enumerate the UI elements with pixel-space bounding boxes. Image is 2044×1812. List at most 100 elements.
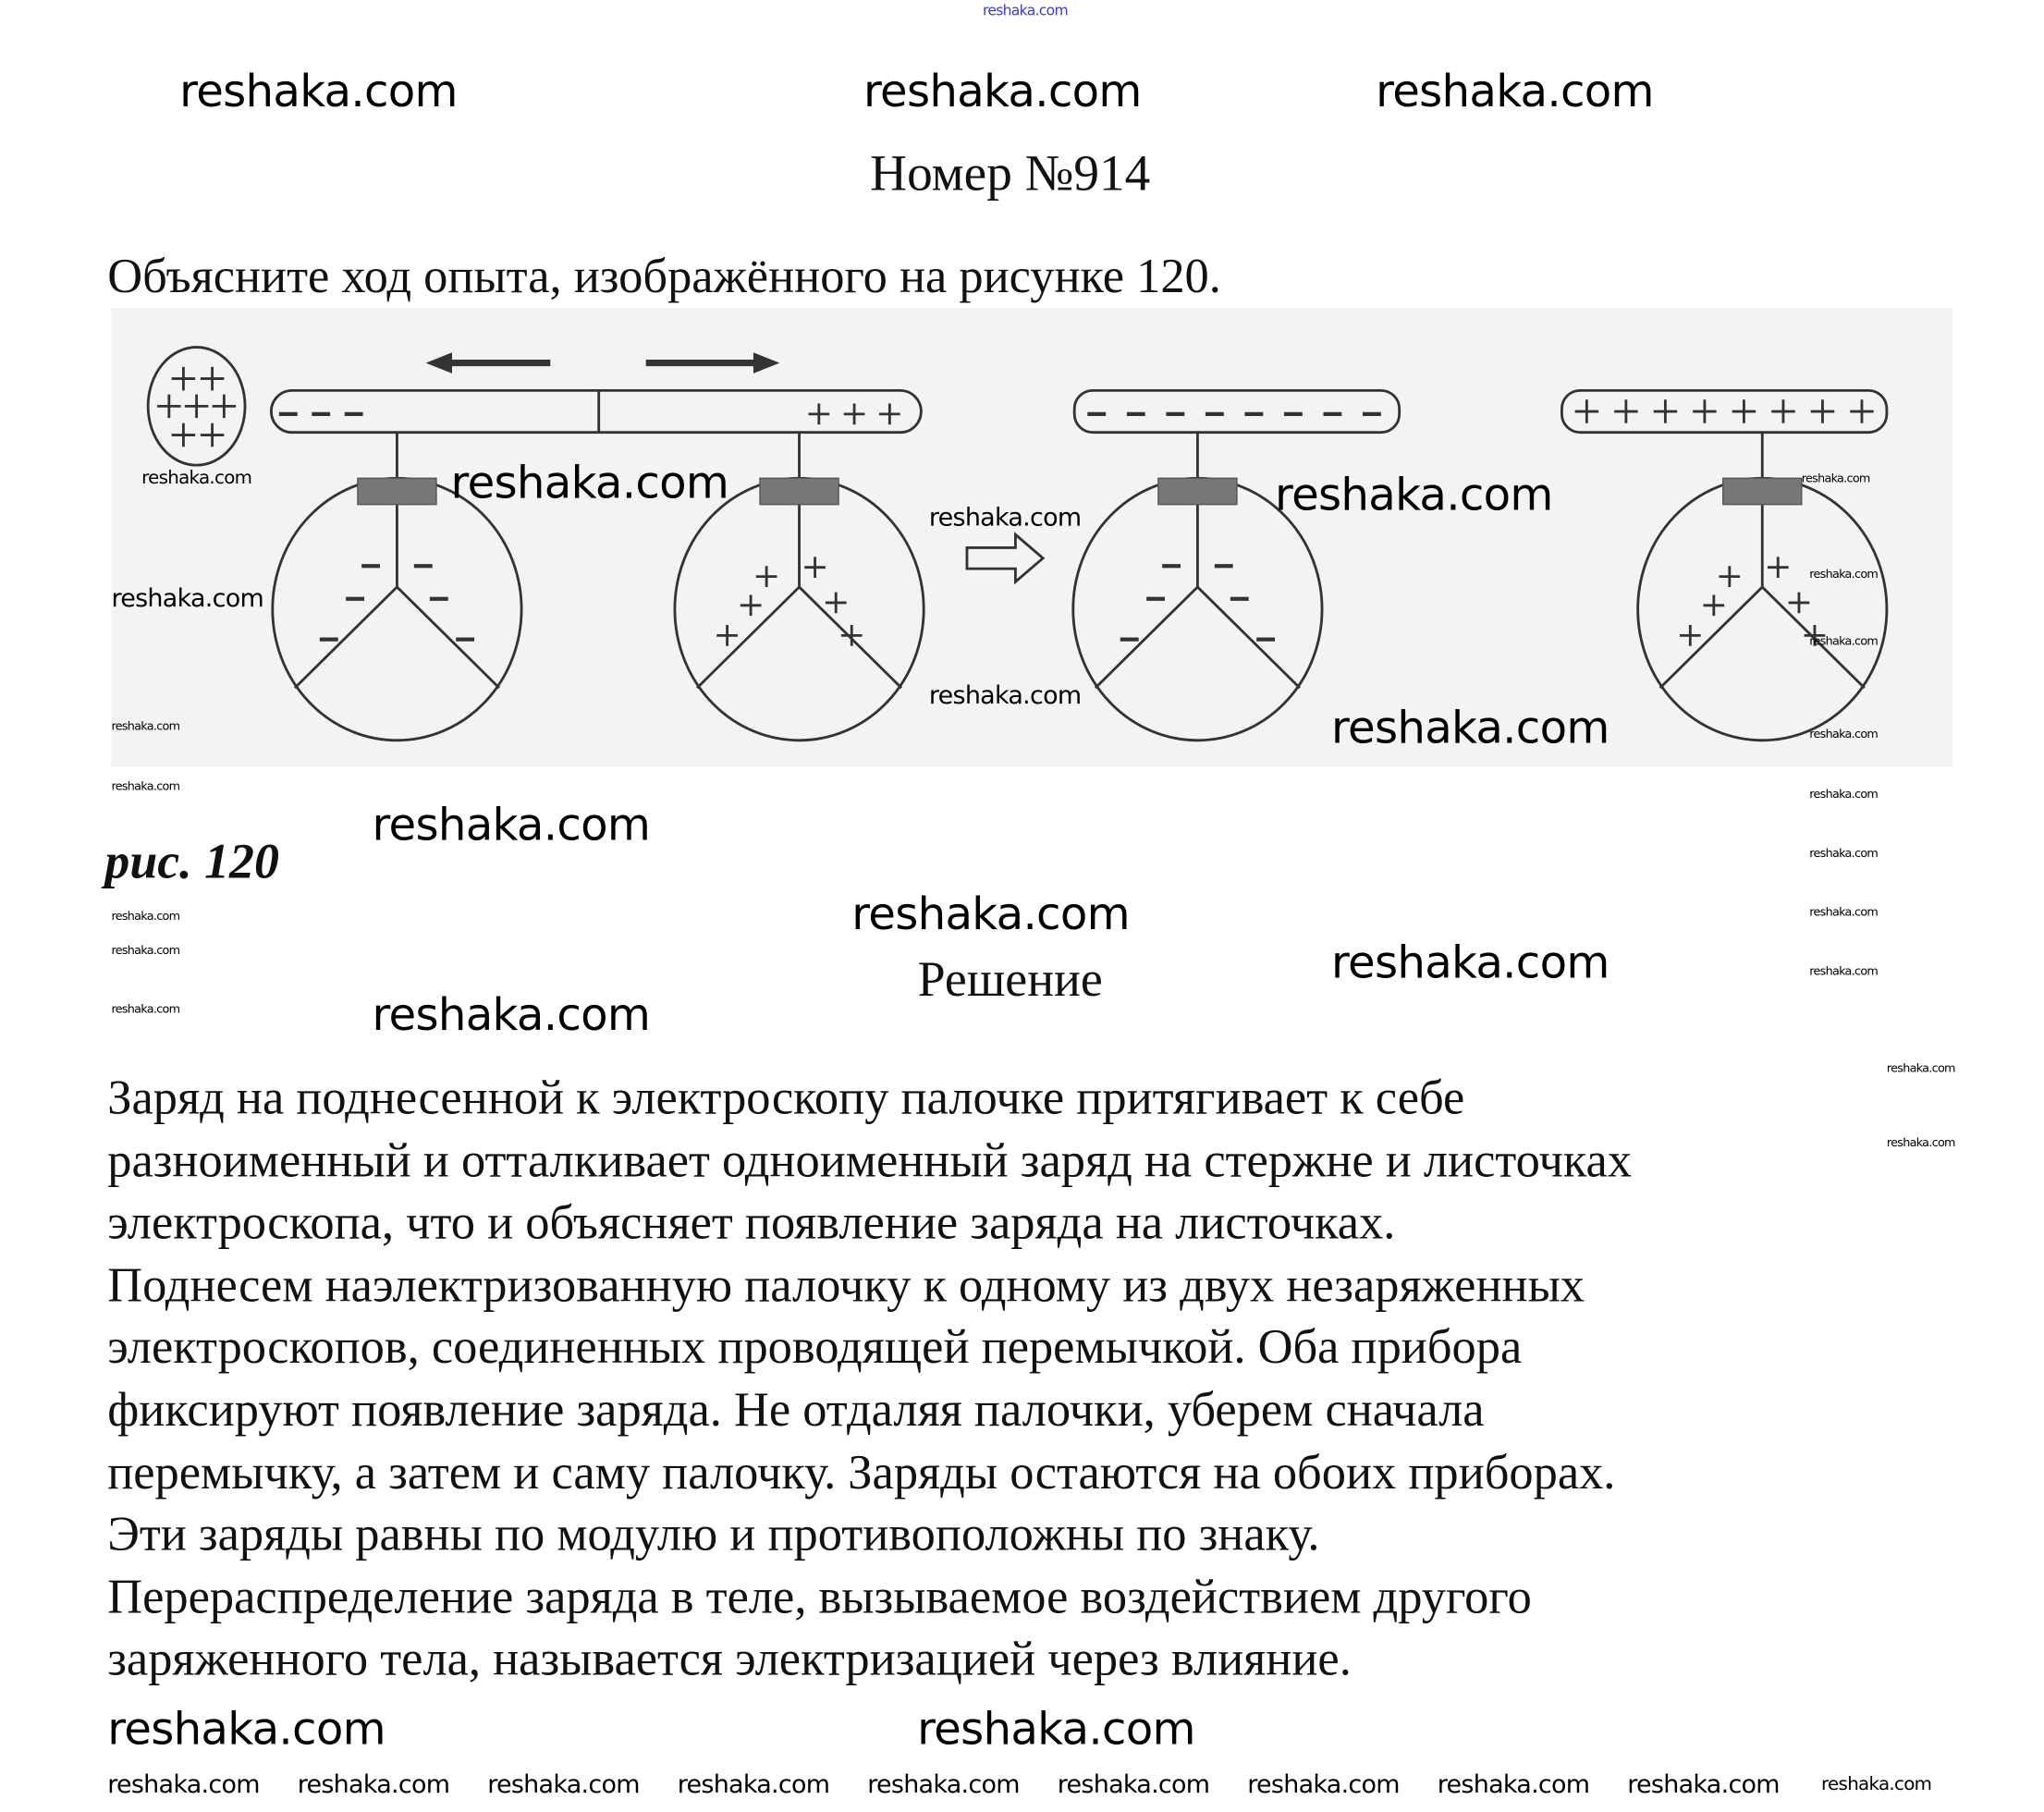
figure-background bbox=[111, 308, 1952, 767]
plus-sign bbox=[157, 394, 181, 419]
charged-ball bbox=[146, 346, 247, 467]
plus-sign bbox=[808, 403, 830, 425]
solution-text: Заряд на поднесенной к электроскопу пало… bbox=[107, 1068, 1632, 1692]
plus-sign bbox=[879, 403, 900, 425]
watermark: reshaka.com bbox=[111, 584, 264, 614]
watermark: reshaka.com bbox=[982, 2, 1069, 19]
positive-rod bbox=[1561, 388, 1889, 435]
plus-sign bbox=[1767, 557, 1789, 579]
solution-line: электроскопа, что и объясняет появление … bbox=[107, 1196, 1396, 1251]
plus-sign bbox=[171, 366, 196, 391]
plus-sign bbox=[1703, 594, 1725, 617]
plus-sign bbox=[1804, 625, 1826, 646]
plus-sign bbox=[1653, 399, 1678, 423]
watermark: reshaka.com bbox=[111, 944, 180, 959]
watermark: reshaka.com bbox=[111, 911, 180, 924]
plus-sign bbox=[1850, 399, 1874, 423]
solution-line: электроскопов, соединенных проводящей пе… bbox=[107, 1321, 1523, 1376]
electroscope-clamp bbox=[1157, 477, 1238, 506]
plus-sign bbox=[1788, 592, 1810, 614]
plus-sign bbox=[1719, 566, 1741, 587]
watermark: reshaka.com bbox=[111, 1003, 180, 1017]
plus-sign bbox=[755, 566, 777, 587]
plus-sign bbox=[212, 394, 237, 419]
watermark: reshaka.com bbox=[1809, 569, 1879, 582]
watermark: reshaka.com bbox=[917, 1703, 1195, 1757]
plus-sign bbox=[843, 403, 865, 425]
watermark: reshaka.com bbox=[107, 1769, 260, 1799]
plus-sign bbox=[1574, 399, 1599, 423]
watermark: reshaka.com bbox=[1809, 789, 1879, 802]
watermark: reshaka.com bbox=[1809, 965, 1879, 979]
solution-heading: Решение bbox=[917, 952, 1103, 1008]
plus-sign bbox=[740, 594, 762, 617]
watermark: reshaka.com bbox=[1886, 1062, 1956, 1076]
watermark: reshaka.com bbox=[111, 720, 180, 734]
plus-sign bbox=[1614, 399, 1638, 423]
watermark: reshaka.com bbox=[107, 1703, 386, 1757]
electroscope-clamp bbox=[759, 477, 839, 506]
watermark: reshaka.com bbox=[450, 457, 729, 510]
figure-120 bbox=[111, 308, 1952, 767]
connected-rods bbox=[269, 388, 923, 435]
watermark: reshaka.com bbox=[1330, 937, 1609, 990]
plus-sign bbox=[200, 366, 225, 391]
watermark: reshaka.com bbox=[1247, 1769, 1400, 1799]
solution-line: Перераспределение заряда в теле, вызывае… bbox=[107, 1570, 1532, 1625]
solution-line: заряженного тела, называется электризаци… bbox=[107, 1633, 1352, 1687]
electroscope-clamp bbox=[357, 477, 437, 506]
watermark: reshaka.com bbox=[1821, 1774, 1932, 1795]
electroscope-clamp bbox=[1722, 477, 1803, 506]
watermark: reshaka.com bbox=[1809, 847, 1879, 862]
watermark: reshaka.com bbox=[179, 65, 458, 118]
watermark: reshaka.com bbox=[297, 1769, 450, 1799]
figure-caption: рис. 120 bbox=[104, 834, 279, 890]
watermark: reshaka.com bbox=[1809, 906, 1879, 920]
solution-line: Поднесем наэлектризованную палочку к одн… bbox=[107, 1258, 1585, 1313]
plus-sign bbox=[184, 394, 209, 419]
plus-sign bbox=[825, 592, 847, 614]
watermark: reshaka.com bbox=[867, 1769, 1020, 1799]
solution-line: Эти заряды равны по модулю и противополо… bbox=[107, 1508, 1320, 1562]
watermark: reshaka.com bbox=[111, 780, 180, 794]
plus-sign bbox=[200, 422, 225, 447]
watermark: reshaka.com bbox=[141, 467, 252, 489]
watermark: reshaka.com bbox=[372, 799, 651, 852]
watermark: reshaka.com bbox=[1057, 1769, 1210, 1799]
watermark: reshaka.com bbox=[1809, 728, 1879, 742]
watermark: reshaka.com bbox=[677, 1769, 830, 1799]
watermark: reshaka.com bbox=[928, 680, 1082, 711]
plus-sign bbox=[1693, 399, 1717, 423]
question-text: Объясните ход опыта, изображённого на ри… bbox=[107, 250, 1221, 304]
page-title: Номер №914 bbox=[870, 145, 1151, 202]
plus-sign bbox=[1679, 625, 1701, 646]
solution-line: перемычку, а затем и саму палочку. Заряд… bbox=[107, 1446, 1616, 1500]
watermark: reshaka.com bbox=[1376, 65, 1654, 118]
negative-rod bbox=[1072, 388, 1401, 435]
plus-sign bbox=[171, 422, 196, 447]
solution-line: фиксируют появление заряда. Не отдаляя п… bbox=[107, 1383, 1485, 1438]
plus-sign bbox=[716, 625, 738, 646]
watermark: reshaka.com bbox=[1801, 472, 1871, 486]
arrow-left-head bbox=[425, 352, 452, 373]
hollow-arrow-icon bbox=[965, 532, 1046, 585]
arrow-right-head bbox=[753, 352, 780, 373]
watermark: reshaka.com bbox=[1437, 1769, 1590, 1799]
solution-line: Заряд на поднесенной к электроскопу пало… bbox=[107, 1071, 1465, 1126]
watermark: reshaka.com bbox=[372, 989, 651, 1042]
solution-line: разноименный и отталкивает одноименный з… bbox=[107, 1133, 1633, 1188]
watermark: reshaka.com bbox=[928, 503, 1082, 533]
plus-sign bbox=[840, 625, 863, 646]
watermark: reshaka.com bbox=[863, 65, 1142, 118]
plus-sign bbox=[1810, 399, 1835, 423]
plus-sign bbox=[804, 557, 826, 579]
watermark: reshaka.com bbox=[851, 888, 1130, 941]
watermark: reshaka.com bbox=[1886, 1137, 1956, 1151]
watermark: reshaka.com bbox=[487, 1769, 640, 1799]
watermark: reshaka.com bbox=[1809, 635, 1879, 649]
watermark: reshaka.com bbox=[1330, 702, 1609, 755]
plus-sign bbox=[1771, 399, 1795, 423]
plus-sign bbox=[1732, 399, 1756, 423]
watermark: reshaka.com bbox=[1275, 469, 1553, 522]
